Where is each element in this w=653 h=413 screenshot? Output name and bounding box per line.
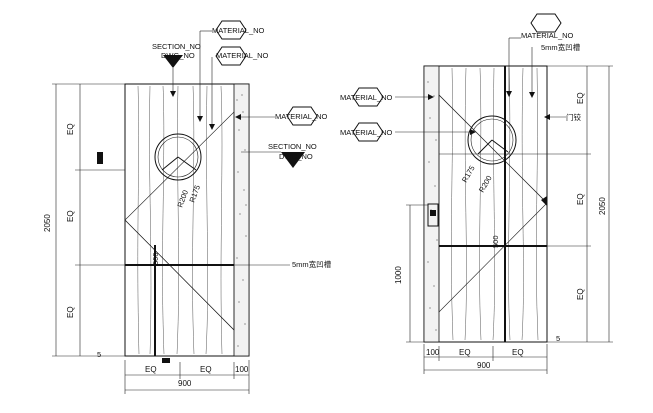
left-circle-inner [157,136,199,178]
right-groove-note: 5mm宽凹槽 [541,42,581,52]
right-material-tag-2: MATERIAL_NO [340,93,393,102]
right-hinge-note: 门铰 [566,112,581,122]
left-circle-outer [154,133,202,181]
right-radius-inner-label: R175 [460,164,477,184]
right-door-elevation: 500 R175 R200 1000 EQ EQ EQ 2050 5 [340,13,613,374]
right-lock-handle [430,210,436,216]
left-dwg-no-1: DWG_NO [161,51,195,60]
right-eq-2: EQ [576,193,585,205]
right-wood-grain [451,67,539,341]
left-eq-3: EQ [66,306,75,318]
right-radius-line [477,139,493,155]
left-rail-dim: 500 [151,252,160,265]
right-rail-dim: 500 [491,235,500,248]
right-height-dim: 2050 [598,197,607,215]
right-diamond-lines [438,94,548,313]
left-section-no-2: SECTION_NO [268,142,317,151]
right-width-dim: 900 [477,361,491,370]
left-section-marker-2 [281,152,305,168]
left-bottom-eq-2: EQ [200,365,212,374]
left-radius-inner-label: R175 [187,184,202,204]
left-section-marker-1 [163,55,183,68]
left-handle [97,152,103,164]
right-circle-inner [470,118,514,162]
right-eq-1: EQ [576,92,585,104]
right-radius-line-2 [491,139,509,153]
left-bottom-offset: 100 [235,365,249,374]
right-bottom-offset: 100 [426,348,440,357]
right-circle-outer [467,115,517,165]
right-bottom-eq-2: EQ [512,348,524,357]
right-door-outline [423,65,548,343]
left-material-tag-hex-2 [215,46,247,66]
left-edge-stipple [236,94,247,347]
left-door-outline [124,83,250,357]
left-radius-line-2 [177,156,197,171]
right-handle-height: 1000 [394,266,403,284]
left-radius-line [161,156,179,171]
left-floor-stop [162,358,170,363]
right-bottom-eq-1: EQ [459,348,471,357]
left-wood-grain [137,85,223,355]
right-eq-3: EQ [576,288,585,300]
left-eq-1: EQ [66,123,75,135]
left-material-tag-3: MATERIAL_NO [275,112,328,121]
left-diamond-lines [124,111,235,331]
left-bottom-eq-1: EQ [145,365,157,374]
left-width-dim: 900 [178,379,192,388]
right-material-tag-1: MATERIAL_NO [521,31,574,40]
left-eq-2: EQ [66,210,75,222]
right-material-tag-hex-3 [352,122,384,142]
left-material-tag-hex-1 [215,20,247,40]
left-material-tag-hex-3 [286,106,318,126]
left-section-no-1: SECTION_NO [152,42,201,51]
left-material-tag-2: MATERIAL_NO [216,51,269,60]
left-dwg-no-2: DWG_NO [279,152,313,161]
right-hinge-marker [541,196,547,206]
left-material-tag-1: MATERIAL_NO [212,26,265,35]
left-base-gap: 5 [97,350,101,359]
left-door-edge-strip [233,83,250,357]
right-material-tag-hex-1 [530,13,562,33]
left-groove-note: 5mm宽凹槽 [292,259,332,269]
left-door-elevation: 500 R200 R175 EQ EQ EQ 2050 5 EQ EQ 100 … [43,20,332,394]
right-radius-outer-label: R200 [477,174,494,194]
right-material-tag-3: MATERIAL_NO [340,128,393,137]
right-lock-plate [427,203,439,227]
left-height-dim: 2050 [43,214,52,232]
right-base-gap: 5 [556,334,560,343]
right-material-tag-hex-2 [352,87,384,107]
